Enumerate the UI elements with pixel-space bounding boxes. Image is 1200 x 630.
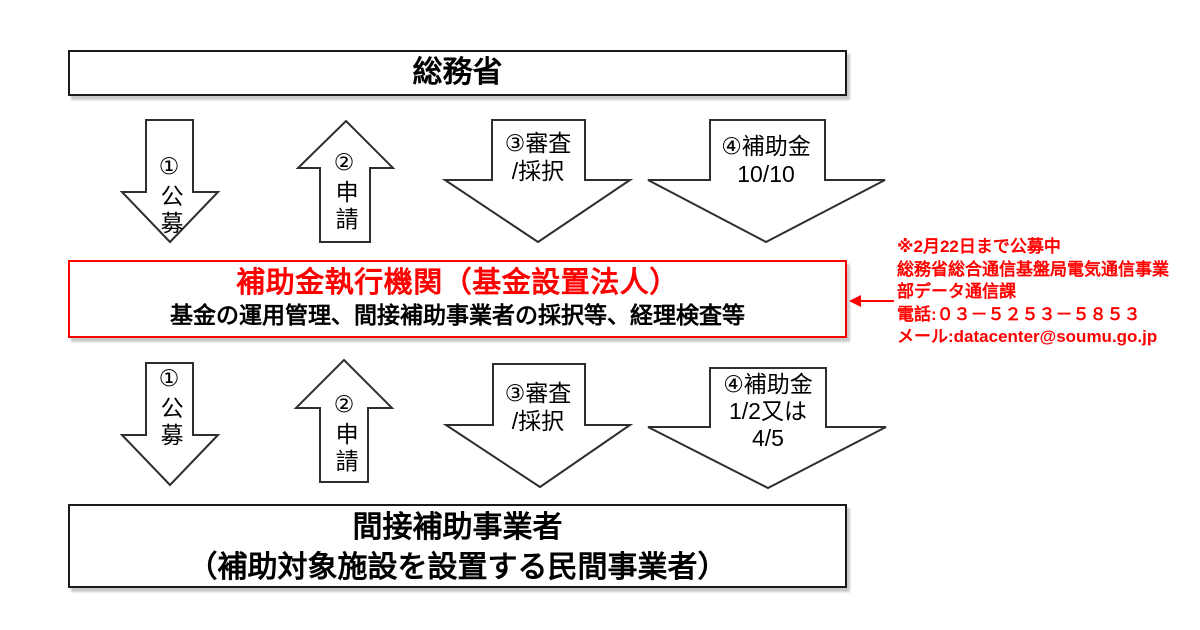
executor-title: 補助金執行機関（基金設置法人） <box>236 267 679 299</box>
label-upper-request: ②申請 <box>332 150 359 234</box>
down-arrow-lower-apply <box>119 362 221 487</box>
label-upper-apply: ①公募 <box>157 154 184 238</box>
label-lower-subsidy: ④補助金 1/2又は 4/5 <box>723 371 813 451</box>
note-department-1: 総務省総合通信基盤局電気通信事業 <box>897 259 1169 279</box>
executor-box: 補助金執行機関（基金設置法人） 基金の運用管理、間接補助事業者の採択等、経理検査… <box>68 260 847 338</box>
label-lower-review: ③審査 /採択 <box>504 380 572 434</box>
ministry-title: 総務省 <box>412 56 503 89</box>
ministry-box: 総務省 <box>68 50 847 96</box>
down-arrow-upper-subsidy <box>647 119 886 244</box>
down-arrow-lower-review <box>442 363 634 489</box>
label-lower-apply: ①公募 <box>157 366 184 450</box>
label-upper-review: ③審査 /採択 <box>504 130 572 184</box>
executor-subtitle: 基金の運用管理、間接補助事業者の採択等、経理検査等 <box>170 302 745 328</box>
indirect-business-box: 間接補助事業者 （補助対象施設を設置する民間事業者） <box>68 504 847 588</box>
note-department-2: 部データ通信課 <box>897 282 1016 301</box>
down-arrow-upper-apply <box>119 119 221 244</box>
note-deadline: ※2月22日まで公募中 <box>897 237 1061 256</box>
label-lower-request: ②申請 <box>332 392 359 476</box>
label-upper-subsidy: ④補助金 10/10 <box>721 133 811 187</box>
down-arrow-lower-subsidy <box>647 367 887 490</box>
indirect-subtitle: （補助対象施設を設置する民間事業者） <box>187 551 728 584</box>
note-pointer-arrowhead-icon <box>849 295 861 307</box>
down-arrow-upper-review <box>441 119 634 244</box>
up-arrow-lower-request <box>293 358 395 483</box>
up-arrow-upper-request <box>295 119 396 243</box>
note-phone: 電話:０３－５２５３－５８５３ <box>897 304 1141 324</box>
recruitment-note: ※2月22日まで公募中 総務省総合通信基盤局電気通信事業 部データ通信課 電話:… <box>897 236 1197 349</box>
indirect-title: 間接補助事業者 <box>352 511 563 544</box>
note-email: メール:datacenter@soumu.go.jp <box>897 327 1158 346</box>
